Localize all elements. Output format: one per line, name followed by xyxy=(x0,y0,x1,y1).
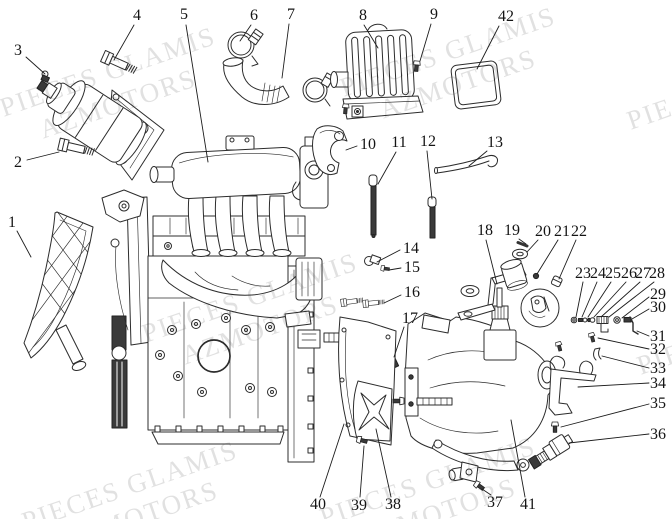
part-label-13: 13 xyxy=(487,134,503,151)
part-label-41: 41 xyxy=(520,496,536,513)
part-label-24: 24 xyxy=(590,265,606,282)
part-label-4: 4 xyxy=(133,7,141,24)
hose-clamp-second xyxy=(302,72,335,107)
part-label-26: 26 xyxy=(621,265,637,282)
part-label-36: 36 xyxy=(650,426,666,443)
part-label-42: 42 xyxy=(498,8,514,25)
part-label-22: 22 xyxy=(571,223,587,240)
stud-part12 xyxy=(427,196,437,239)
bolt-part16b xyxy=(362,297,385,308)
part-label-30: 30 xyxy=(650,299,666,316)
part-label-15: 15 xyxy=(404,259,420,276)
part-label-14: 14 xyxy=(403,240,419,257)
intake-hose-part7 xyxy=(222,57,290,105)
part-label-23: 23 xyxy=(575,265,591,282)
part-label-20: 20 xyxy=(535,223,551,240)
part-label-29: 29 xyxy=(650,286,666,303)
part-label-17: 17 xyxy=(402,310,418,327)
part-label-8: 8 xyxy=(359,7,367,24)
bracket-part10 xyxy=(312,125,348,176)
pin-part21 xyxy=(532,272,540,280)
pin-part19 xyxy=(516,241,529,248)
pin-part32b xyxy=(554,340,564,352)
part-label-19: 19 xyxy=(504,222,520,239)
part-label-21: 21 xyxy=(554,223,570,240)
detail-circle xyxy=(520,288,560,328)
part-label-38: 38 xyxy=(385,496,401,513)
dark-bolt-a xyxy=(392,396,405,406)
air-filter-box-part8 xyxy=(330,23,424,120)
small-parts-row xyxy=(570,316,639,335)
part-label-5: 5 xyxy=(180,6,188,23)
part-label-12: 12 xyxy=(420,133,436,150)
stud-part11 xyxy=(368,174,378,238)
rod-part13 xyxy=(434,155,498,174)
plate-part38 xyxy=(352,380,393,442)
part-label-7: 7 xyxy=(287,6,295,23)
part-label-37: 37 xyxy=(487,494,503,511)
part-label-6: 6 xyxy=(250,7,258,24)
crank-sensor-part37 xyxy=(448,461,486,493)
part-label-18: 18 xyxy=(477,222,493,239)
hose-clamp-part6 xyxy=(227,28,264,67)
part-label-31: 31 xyxy=(650,328,666,345)
clip-part33 xyxy=(593,347,602,361)
part-label-10: 10 xyxy=(360,136,376,153)
part-label-33: 33 xyxy=(650,360,666,377)
air-filter-element-part42 xyxy=(450,60,502,110)
part-label-25: 25 xyxy=(605,265,621,282)
pin-part32 xyxy=(587,331,597,343)
part-label-34: 34 xyxy=(650,375,666,392)
bracket-part34 xyxy=(548,355,597,416)
bolt-part35 xyxy=(551,421,559,433)
part-label-1: 1 xyxy=(8,214,16,231)
starter-motor xyxy=(36,80,165,181)
part-label-16: 16 xyxy=(404,284,420,301)
part-label-27: 27 xyxy=(635,265,651,282)
part-label-9: 9 xyxy=(430,6,438,23)
part-label-11: 11 xyxy=(391,134,407,151)
part-label-3: 3 xyxy=(14,42,22,59)
washer-part20 xyxy=(512,248,528,260)
part-label-39: 39 xyxy=(351,497,367,514)
cap-part22 xyxy=(550,275,563,288)
part-label-32: 32 xyxy=(650,341,666,358)
part-label-40: 40 xyxy=(310,496,326,513)
speed-sensor-part36 xyxy=(527,434,574,470)
shift-bracket-part18 xyxy=(457,258,528,321)
bolt-part16a xyxy=(340,295,364,307)
clamp-part14 xyxy=(364,254,382,266)
part-label-28: 28 xyxy=(649,265,665,282)
bolt-part4 xyxy=(100,50,139,77)
part-label-2: 2 xyxy=(14,154,22,171)
pin-part15 xyxy=(380,264,391,273)
leader-lines xyxy=(16,23,655,498)
gearbox-part41 xyxy=(404,287,557,472)
part-label-35: 35 xyxy=(650,395,666,412)
